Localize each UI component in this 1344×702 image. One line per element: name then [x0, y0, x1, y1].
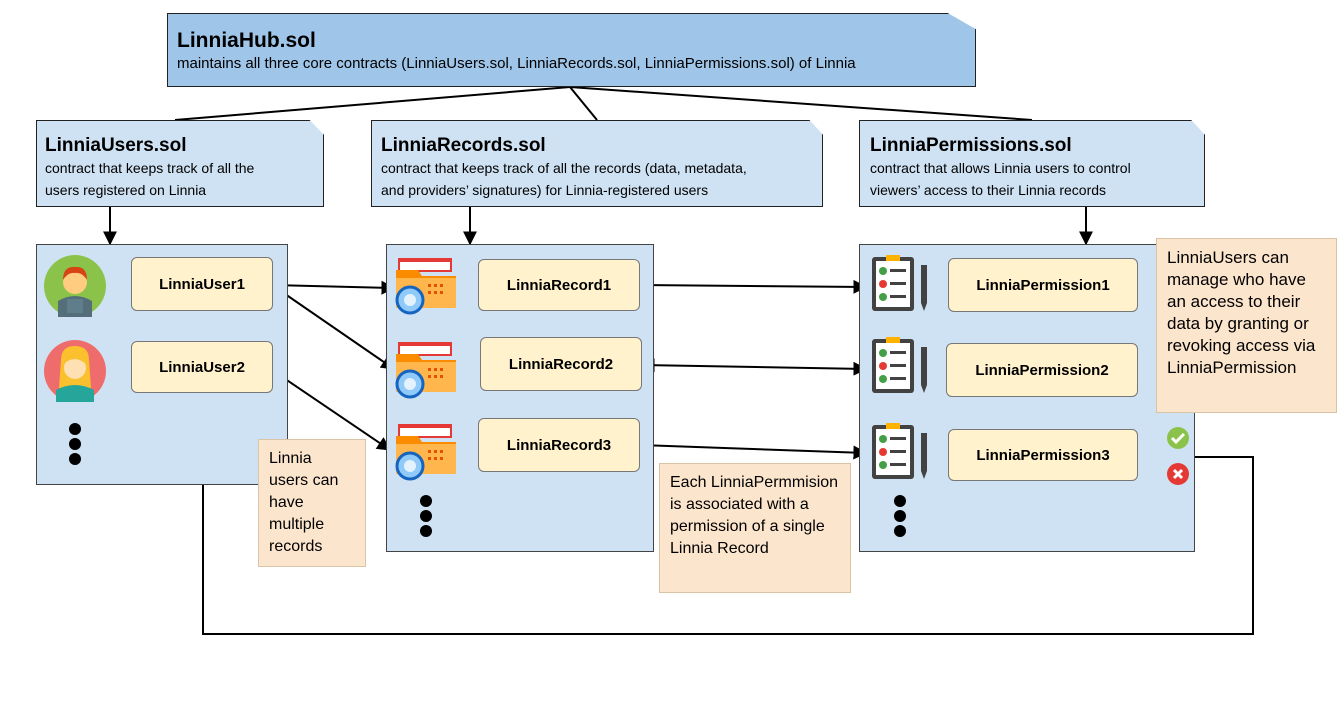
permissions-contract-box: LinniaPermissions.sol contract that allo… [859, 120, 1205, 207]
record-label-3[interactable]: LinniaRecord3 [478, 418, 640, 472]
note-manage-access: LinniaUsers can manage who have an acces… [1156, 238, 1337, 413]
permission-label-3[interactable]: LinniaPermission3 [948, 429, 1138, 481]
records-contract-desc-line1: contract that keeps track of all the rec… [381, 160, 747, 176]
record-label-1[interactable]: LinniaRecord1 [478, 259, 640, 311]
user-label-1[interactable]: LinniaUser1 [131, 257, 273, 311]
hub-contract-box: LinniaHub.sol maintains all three core c… [167, 13, 976, 87]
more-records-dot [420, 495, 432, 507]
user-label-2[interactable]: LinniaUser2 [131, 341, 273, 393]
users-contract-box: LinniaUsers.sol contract that keeps trac… [36, 120, 324, 207]
folder-search-icon [395, 424, 456, 481]
more-permissions-dot [894, 525, 906, 537]
records-contract-box: LinniaRecords.sol contract that keeps tr… [371, 120, 823, 207]
more-records-dot [420, 510, 432, 522]
more-users-dot [69, 453, 81, 465]
more-permissions-dot [894, 495, 906, 507]
permissions-contract-desc-line2: viewers’ access to their Linnia records [870, 182, 1107, 198]
male-user-avatar-icon [44, 255, 106, 317]
more-users-dot [69, 423, 81, 435]
checklist-clipboard-icon [872, 337, 927, 393]
users-contract-title: LinniaUsers.sol [45, 135, 187, 156]
female-user-avatar-icon [44, 340, 106, 402]
red-x-icon [1167, 463, 1189, 485]
note-multiple-records: Linnia users can have multiple records [258, 439, 366, 567]
hub-description: maintains all three core contracts (Linn… [177, 55, 856, 72]
checklist-clipboard-icon [872, 255, 927, 311]
hub-title: LinniaHub.sol [177, 29, 316, 52]
record-label-2[interactable]: LinniaRecord2 [480, 337, 642, 391]
folder-search-icon [395, 258, 456, 315]
permission-label-2[interactable]: LinniaPermission2 [946, 343, 1138, 397]
records-contract-title: LinniaRecords.sol [381, 135, 546, 156]
more-users-dot [69, 438, 81, 450]
checklist-clipboard-icon [872, 423, 927, 479]
more-permissions-dot [894, 510, 906, 522]
users-contract-desc-line2: users registered on Linnia [45, 182, 207, 198]
note-permission-association: Each LinniaPermmision is associated with… [659, 463, 851, 593]
permission-label-1[interactable]: LinniaPermission1 [948, 258, 1138, 312]
users-contract-desc-line1: contract that keeps track of all the [45, 160, 255, 176]
records-contract-desc-line2: and providers’ signatures) for Linnia-re… [381, 182, 709, 198]
more-records-dot [420, 525, 432, 537]
permissions-contract-desc-line1: contract that allows Linnia users to con… [870, 160, 1131, 176]
permissions-contract-title: LinniaPermissions.sol [870, 135, 1072, 156]
green-check-icon [1167, 427, 1189, 449]
folder-search-icon [395, 342, 456, 399]
